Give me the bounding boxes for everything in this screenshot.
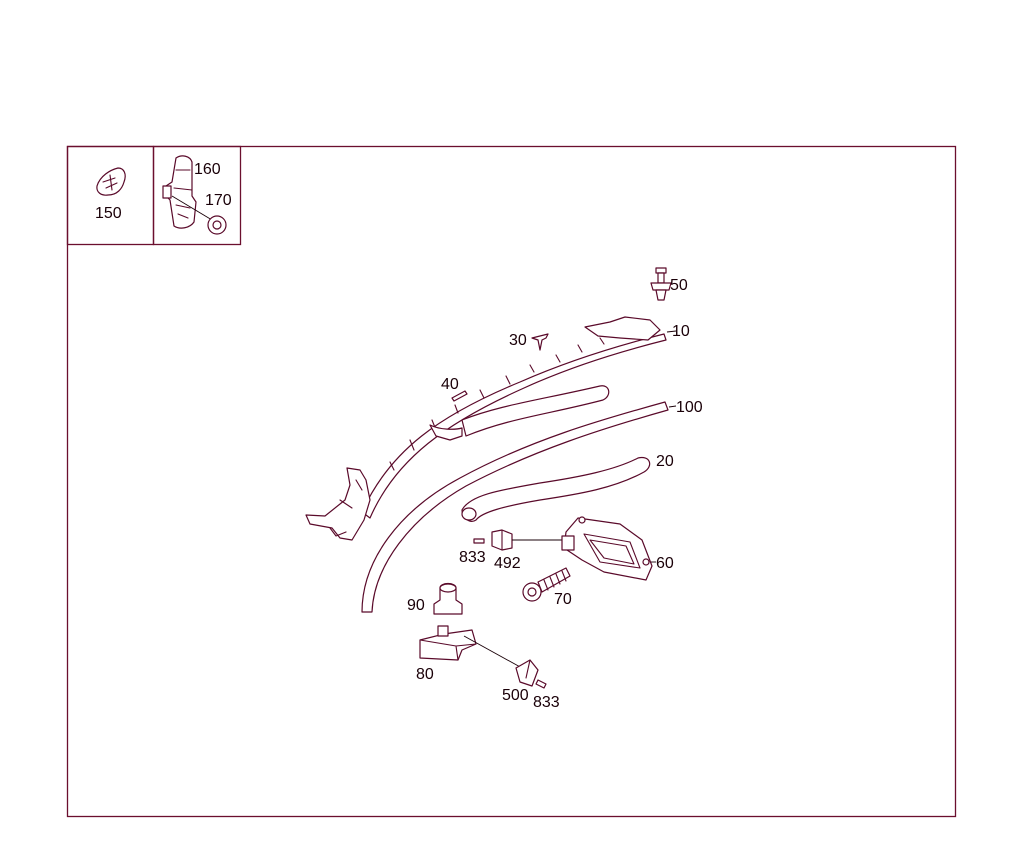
part-80-sensor-body	[419, 625, 477, 661]
callout-70: 70	[554, 591, 572, 608]
part-50-bolt	[650, 267, 672, 301]
inset-box-160-170	[152, 145, 242, 246]
inset-box-150	[66, 145, 155, 246]
part-30-clip	[531, 333, 549, 351]
callout-60: 60	[656, 555, 674, 572]
callout-40: 40	[441, 376, 459, 393]
callout-170: 170	[205, 192, 232, 209]
part-160-holder	[162, 155, 197, 229]
part-500-connector	[515, 659, 539, 687]
part-170-nut	[207, 215, 227, 235]
callout-150: 150	[95, 205, 122, 222]
part-492-connector	[491, 529, 513, 551]
callout-50: 50	[670, 277, 688, 294]
callout-833-lower: 833	[533, 694, 560, 711]
part-150-clip	[96, 167, 126, 196]
part-833-pin-upper	[473, 538, 485, 544]
callout-90: 90	[407, 597, 425, 614]
part-40-clip	[451, 390, 468, 402]
part-833-pin-lower	[535, 679, 547, 689]
callout-492: 492	[494, 555, 521, 572]
callout-100: 100	[676, 399, 703, 416]
callout-500: 500	[502, 687, 529, 704]
callout-833-upper: 833	[459, 549, 486, 566]
callout-10: 10	[672, 323, 690, 340]
part-70-screw	[522, 567, 571, 602]
part-60-control-module	[561, 516, 653, 581]
part-10-trim-rail	[305, 316, 667, 541]
part-100-curved-trim	[361, 401, 669, 613]
diagram-frame	[66, 145, 957, 818]
callout-80: 80	[416, 666, 434, 683]
callout-30: 30	[509, 332, 527, 349]
callout-160: 160	[194, 161, 221, 178]
callout-20: 20	[656, 453, 674, 470]
part-20-tube	[461, 456, 651, 522]
part-90-sensor	[433, 582, 463, 615]
part-curtain-tube-upper	[461, 385, 610, 437]
